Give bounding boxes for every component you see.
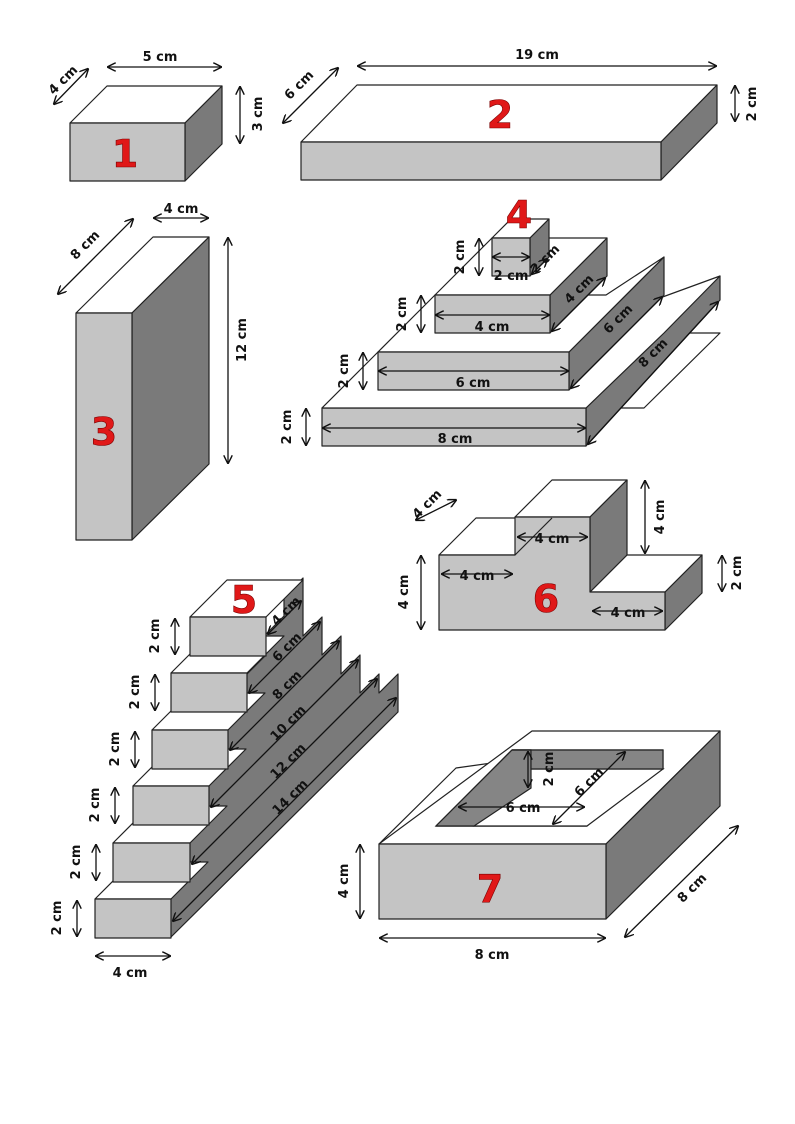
s4-t4-width: 8 cm (438, 432, 473, 447)
shape-number-7: 7 (477, 867, 503, 911)
s4-t1-width: 2 cm (494, 269, 529, 284)
s2-width-label: 19 cm (515, 48, 559, 63)
shape-7: 7 6 cm 6 cm 2 cm 8 cm 8 cm 4 cm (337, 730, 738, 963)
s4-t2-width: 4 cm (475, 320, 510, 335)
s7-depth: 8 cm (675, 871, 710, 906)
s1-height-label: 3 cm (251, 97, 266, 132)
s6-right-height: 2 cm (730, 556, 745, 591)
shape-number-5: 5 (231, 578, 257, 622)
s3-depth-label: 8 cm (68, 228, 103, 263)
shape-number-1: 1 (112, 132, 138, 176)
s2-height-label: 2 cm (745, 87, 760, 122)
s7-hole-height: 2 cm (542, 752, 557, 787)
s7-height: 4 cm (337, 864, 352, 899)
shape-number-4: 4 (506, 193, 532, 237)
s4-t4-height: 2 cm (280, 410, 295, 445)
shape-number-2: 2 (487, 93, 513, 137)
s4-t1-height: 2 cm (453, 240, 468, 275)
s5-h5: 2 cm (69, 845, 84, 880)
shape-5: 5 2 cm 2 cm 2 cm 2 cm 2 cm 2 cm 4 cm 6 c… (50, 577, 399, 981)
s1-depth-label: 4 cm (46, 63, 81, 98)
shape-2: 2 19 cm 6 cm 2 cm (282, 48, 760, 181)
s4-t3-height: 2 cm (337, 354, 352, 389)
s4-t2-height: 2 cm (395, 297, 410, 332)
s6-step-height: 4 cm (653, 500, 668, 535)
s5-h6: 2 cm (50, 901, 65, 936)
s1-width-label: 5 cm (143, 50, 178, 65)
s3-height-label: 12 cm (235, 318, 250, 362)
s5-width: 4 cm (113, 966, 148, 981)
s6-depth: 4 cm (410, 487, 445, 522)
s2-depth-label: 6 cm (282, 68, 317, 103)
s6-left-height: 4 cm (397, 575, 412, 610)
s6-left-width: 4 cm (460, 569, 495, 584)
s7-hole-width: 6 cm (506, 801, 541, 816)
shape-1: 1 5 cm 4 cm 3 cm (46, 50, 266, 182)
shape-6: 6 4 cm 4 cm 4 cm 4 cm 4 cm 4 cm 2 cm (397, 479, 745, 631)
s4-t3-width: 6 cm (456, 376, 491, 391)
s6-mid-width: 4 cm (535, 532, 570, 547)
s6-right-width: 4 cm (611, 606, 646, 621)
s5-h3: 2 cm (108, 732, 123, 767)
s5-h1: 2 cm (148, 619, 163, 654)
shape-number-6: 6 (533, 577, 559, 621)
shape-number-3: 3 (91, 410, 117, 454)
shape-3: 3 4 cm 8 cm 12 cm (58, 202, 250, 541)
s3-width-label: 4 cm (164, 202, 199, 217)
s5-h4: 2 cm (88, 788, 103, 823)
s5-h2: 2 cm (128, 675, 143, 710)
s7-width: 8 cm (475, 948, 510, 963)
shape-4: 4 2 cm 2 cm 2 cm 4 cm 4 cm 2 cm 6 cm 6 c… (280, 193, 721, 447)
